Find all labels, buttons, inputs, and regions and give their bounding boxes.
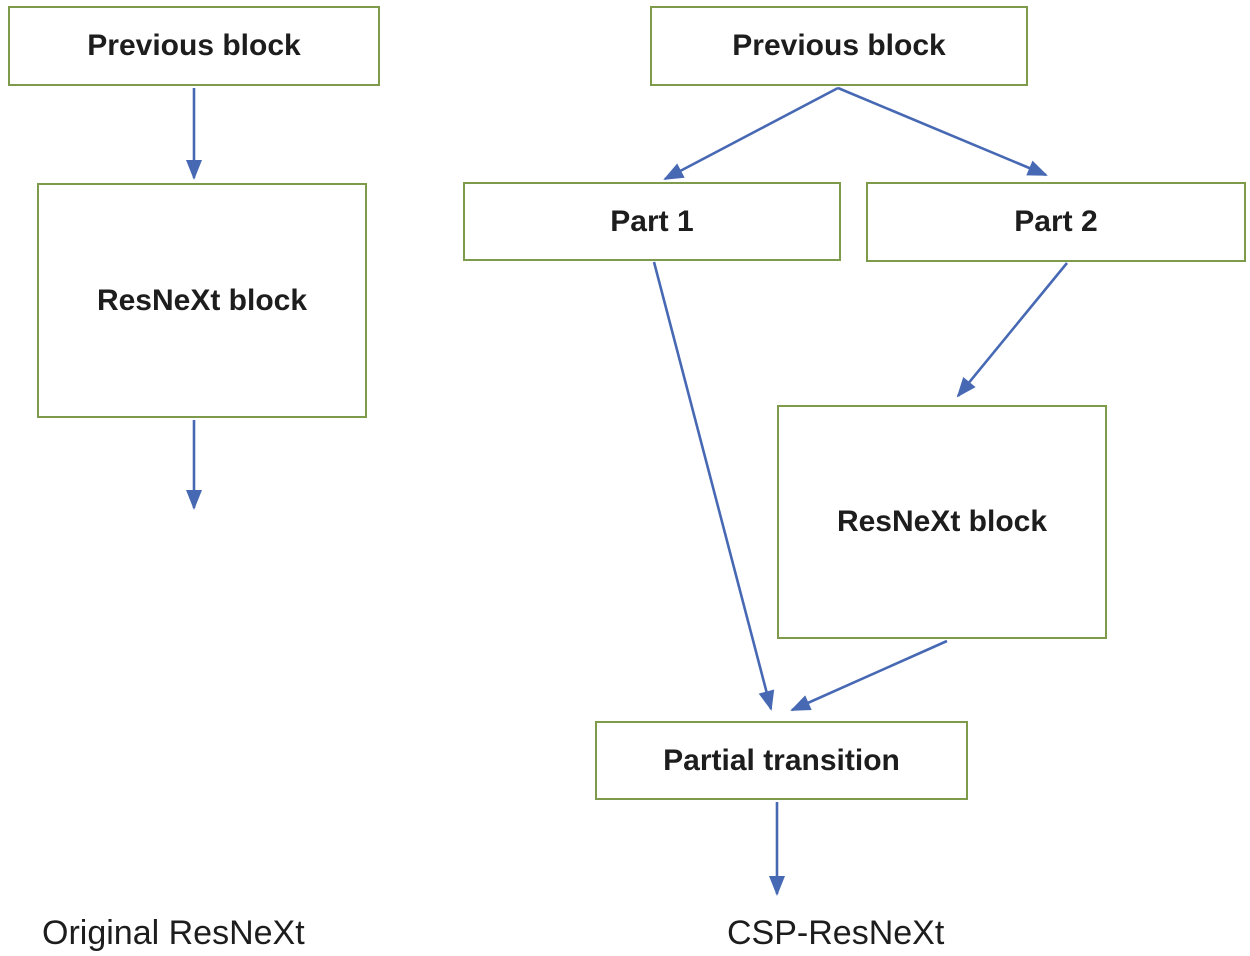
box-partial-transition-label: Partial transition (663, 743, 900, 777)
box-part2: Part 2 (866, 182, 1246, 262)
box-part1-label: Part 1 (610, 204, 694, 238)
caption-csp-resnext: CSP-ResNeXt (727, 914, 945, 952)
box-left-resnext-block-label: ResNeXt block (96, 283, 308, 317)
box-left-previous-block: Previous block (8, 6, 380, 86)
box-left-previous-block-label: Previous block (87, 29, 301, 62)
arrow-part1-to-partial-transition (652, 261, 775, 711)
box-part1: Part 1 (463, 182, 841, 261)
caption-original-resnext: Original ResNeXt (42, 914, 305, 952)
box-left-resnext-block: ResNeXt block (37, 183, 367, 418)
arrow-part2-to-resnext (956, 262, 1069, 398)
arrow-resnext-to-partial-transition (790, 639, 948, 712)
box-part2-label: Part 2 (1014, 205, 1098, 238)
box-right-previous-block: Previous block (650, 6, 1028, 86)
box-partial-transition: Partial transition (595, 721, 968, 800)
arrow-right-previous-to-part1 (663, 86, 839, 181)
box-right-previous-block-label: Previous block (732, 29, 946, 62)
box-right-resnext-block-label: ResNeXt block (836, 505, 1048, 538)
arrow-right-previous-to-part2 (837, 86, 1048, 177)
box-right-resnext-block: ResNeXt block (777, 405, 1107, 639)
